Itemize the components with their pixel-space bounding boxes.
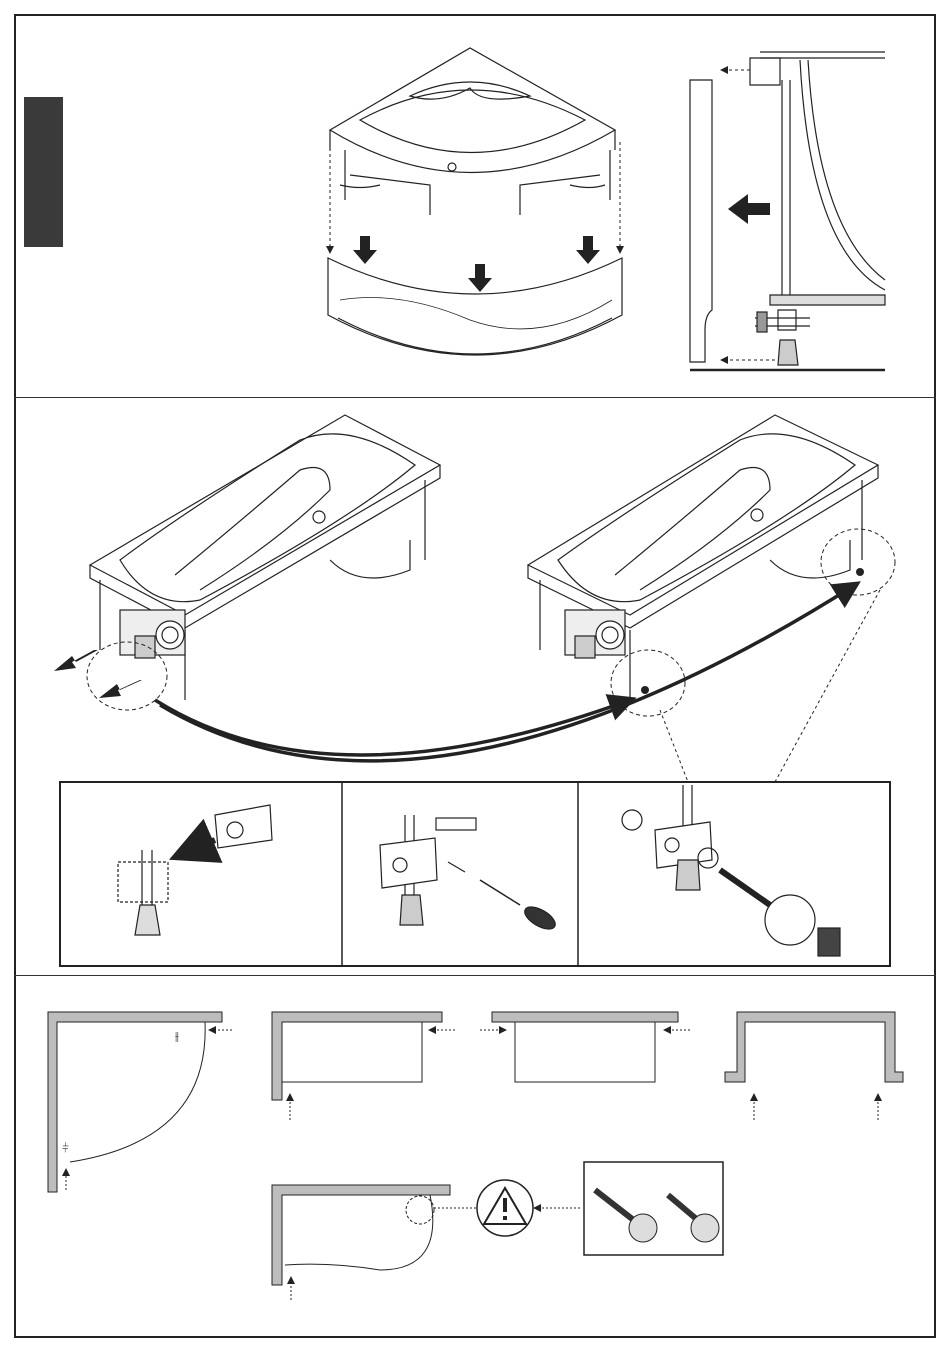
corner-bathtub-icon [330, 48, 615, 215]
corner-layout-icon: ⫲ ⫩ [48, 1012, 232, 1192]
left-arrow-icon [728, 194, 770, 224]
rectangular-bathtub-right-icon [528, 415, 878, 700]
alcove-layout-icon [725, 1012, 903, 1120]
detail-strip [60, 782, 890, 966]
fit-bolt-and-nut-icon [622, 785, 840, 956]
left-layout-icon [272, 1012, 455, 1120]
removal-arrow-icon [54, 650, 142, 698]
leg-bracket-icon [690, 52, 885, 370]
right-layout-icon [480, 1012, 690, 1082]
asymmetric-layout-icon [272, 1185, 476, 1300]
curved-transfer-arrow-icon [155, 585, 855, 761]
svg-text:⫲: ⫲ [175, 1029, 179, 1043]
adjustable-feet-icon [584, 1162, 723, 1255]
fix-clamp-with-screw-icon [380, 815, 559, 933]
svg-text:⫩: ⫩ [62, 1141, 69, 1155]
warning-triangle-icon [477, 1180, 580, 1236]
rectangular-bathtub-left-icon [90, 415, 440, 700]
remove-clamp-icon [118, 805, 272, 935]
